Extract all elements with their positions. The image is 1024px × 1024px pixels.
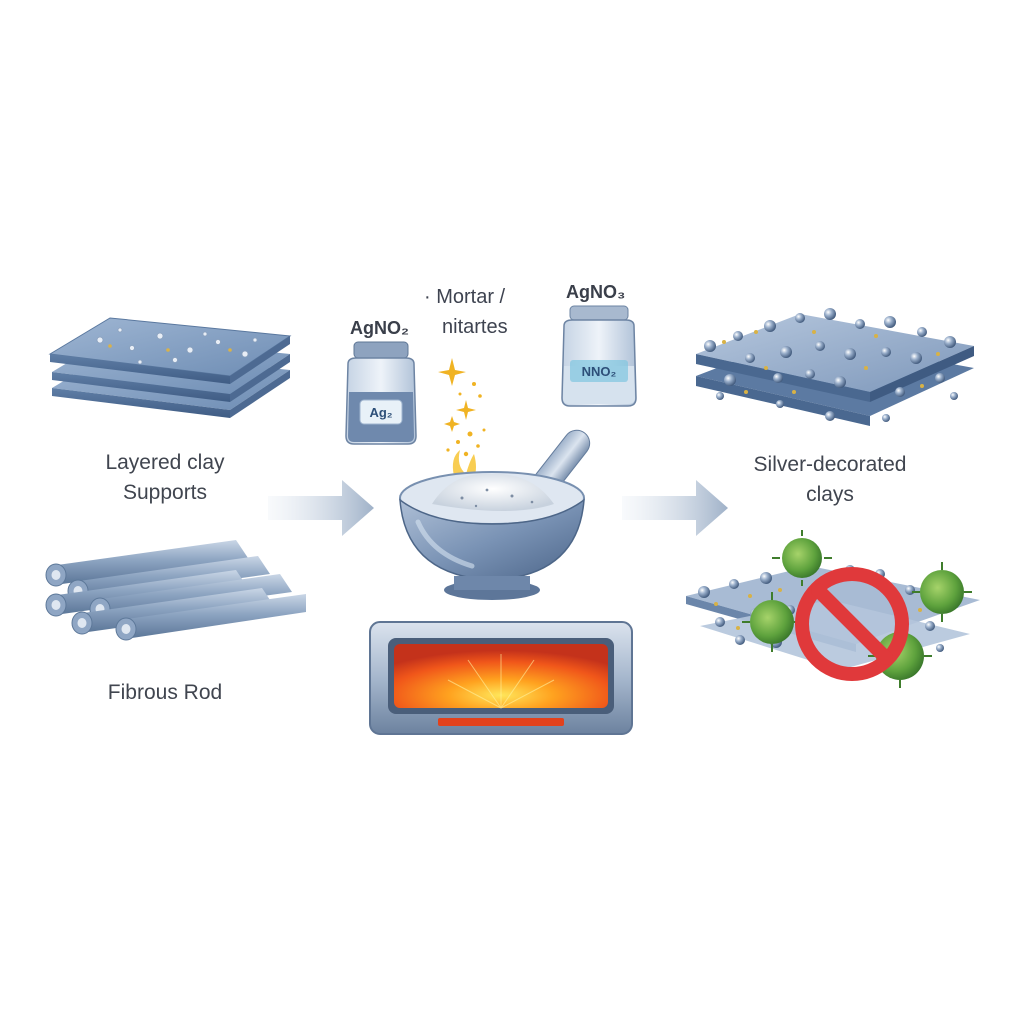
virus-icon	[772, 530, 832, 586]
silver-decorated-label-line1: Silver-decorated	[753, 453, 907, 476]
layered-clay-label-line1: Layered clay	[105, 451, 225, 474]
mortar-pestle-icon	[399, 429, 591, 600]
fibrous-rod-bundle-icon	[45, 540, 306, 641]
jar-right-tag: NNO₂	[582, 364, 617, 379]
layered-clay-sheets-icon	[48, 317, 292, 418]
antimicrobial-clay-icon	[686, 530, 980, 688]
silver-decorated-label: Silver-decorated clays	[730, 450, 930, 510]
reagent-jar-left-icon: Ag₂	[345, 341, 417, 445]
reagent-jar-right-icon: NNO₂	[561, 305, 637, 407]
furnace-icon	[369, 621, 633, 735]
mortar-label-line2: nitartes	[442, 316, 508, 338]
sparkle-reaction-icon	[438, 358, 486, 478]
layered-clay-label-line2: Supports	[122, 481, 208, 504]
arrow-right-icon	[268, 480, 374, 536]
mortar-label-line1: · Mortar /	[424, 286, 506, 308]
silver-decorated-clay-icon	[696, 308, 974, 426]
layered-clay-label: Layered clay Supports	[90, 448, 240, 508]
virus-icon	[912, 562, 972, 622]
prohibited-icon	[795, 567, 909, 681]
arrow-right-icon	[622, 480, 728, 536]
fibrous-rod-label: Fibrous Rod	[107, 681, 223, 704]
jar-left-title: AgNO₂	[350, 318, 409, 338]
jar-right-title: AgNO₃	[566, 282, 626, 302]
jar-left-tag: Ag₂	[369, 405, 392, 420]
mortar-label: · Mortar / nitartes	[424, 282, 508, 342]
silver-decorated-label-line2: clays	[806, 483, 854, 506]
